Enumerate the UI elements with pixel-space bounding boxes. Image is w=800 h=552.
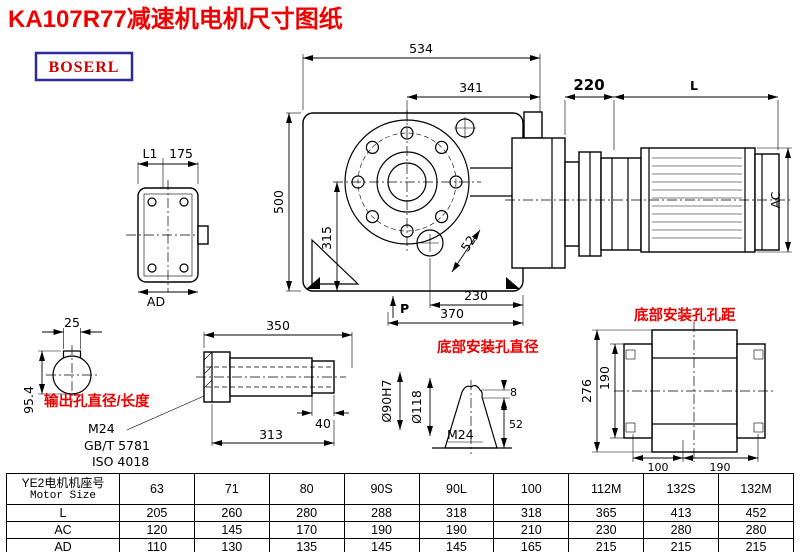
gearbox-front-view: 52 P bbox=[302, 110, 524, 318]
table-row-L: L 205 260 280 288 318 318 365 413 452 bbox=[6, 504, 794, 522]
side-view-dimensions: 220 L AC bbox=[564, 76, 792, 253]
cell-L-132S: 413 bbox=[643, 504, 719, 522]
cell-AD-90S: 145 bbox=[343, 538, 420, 552]
bottom-hole-dia-label: 底部安装孔直径 bbox=[437, 338, 539, 356]
gearbox-bottom-view: 底部安装孔孔距 276 190 100 190 bbox=[579, 306, 775, 473]
brand-logo: BOSERL bbox=[34, 51, 134, 82]
dim-25: 25 bbox=[64, 315, 80, 330]
size-header-80: 80 bbox=[268, 473, 345, 505]
dim-230: 230 bbox=[464, 288, 488, 303]
dim-276: 276 bbox=[579, 379, 594, 403]
cell-AC-90S: 190 bbox=[343, 521, 420, 539]
cell-AC-112M: 230 bbox=[568, 521, 645, 539]
cell-AC-71: 145 bbox=[193, 521, 270, 539]
table-header-row: YE2电机机座号 Motor Size 63 71 80 90S 90L 100… bbox=[6, 473, 794, 505]
motor-fins bbox=[652, 157, 742, 239]
output-shaft-side-view: 350 40 313 M24 GB/T 5781 ISO 4018 输出孔直径/… bbox=[44, 318, 433, 469]
dim-175: 175 bbox=[169, 146, 193, 161]
row-label-AC: AC bbox=[6, 521, 120, 539]
dim-95-4: 95.4 bbox=[21, 386, 36, 414]
dim-L1: L1 bbox=[143, 146, 158, 161]
dim-od-118: Ø118 bbox=[409, 390, 424, 424]
bottom-hole-detail: 底部安装孔直径 8 52 M24 bbox=[432, 338, 539, 454]
cell-L-80: 280 bbox=[268, 504, 345, 522]
size-header-132S: 132S bbox=[643, 473, 719, 505]
thread-callout-m24: M24 bbox=[88, 421, 115, 436]
dim-313: 313 bbox=[259, 427, 283, 442]
output-shaft-end-view: 25 95.4 bbox=[21, 315, 102, 414]
dim-220: 220 bbox=[573, 76, 604, 94]
hole-thread-m24: M24 bbox=[447, 427, 474, 442]
size-header-132M: 132M bbox=[718, 473, 794, 505]
cell-L-63: 205 bbox=[119, 504, 195, 522]
cell-L-90L: 318 bbox=[418, 504, 495, 522]
cell-AC-132S: 280 bbox=[643, 521, 719, 539]
cell-AD-112M: 215 bbox=[568, 538, 645, 552]
table-header-motor-size: YE2电机机座号 Motor Size bbox=[6, 473, 120, 505]
dim-341: 341 bbox=[459, 80, 483, 95]
dim-AD: AD bbox=[147, 294, 165, 309]
table-row-AC: AC 120 145 170 190 190 210 230 280 280 bbox=[6, 521, 794, 539]
dim-bore-90H7: Ø90H7 bbox=[379, 379, 394, 422]
cell-AC-80: 170 bbox=[268, 521, 345, 539]
bottom-hole-dist-label: 底部安装孔孔距 bbox=[634, 306, 736, 324]
cell-AD-132S: 215 bbox=[643, 538, 719, 552]
cell-L-100: 318 bbox=[493, 504, 570, 522]
dim-52b: 52 bbox=[509, 418, 523, 431]
dim-40: 40 bbox=[315, 416, 331, 431]
brand-logo-text: BOSERL bbox=[49, 59, 120, 76]
cell-L-132M: 452 bbox=[718, 504, 794, 522]
cell-AD-63: 110 bbox=[119, 538, 195, 552]
dim-100: 100 bbox=[648, 461, 669, 473]
cell-AD-132M: 215 bbox=[718, 538, 794, 552]
dim-350: 350 bbox=[266, 318, 290, 333]
dim-P: P bbox=[400, 301, 409, 316]
output-bore-label: 输出孔直径/长度 bbox=[44, 392, 150, 410]
cell-AD-100: 165 bbox=[493, 538, 570, 552]
standard-iso4018: ISO 4018 bbox=[92, 454, 149, 469]
dim-AC: AC bbox=[768, 191, 783, 208]
dim-190-horizontal: 190 bbox=[710, 461, 731, 473]
dim-8: 8 bbox=[510, 386, 517, 399]
dim-315: 315 bbox=[319, 226, 334, 250]
dim-500: 500 bbox=[271, 190, 286, 214]
header-en: Motor Size bbox=[29, 489, 96, 502]
dim-L: L bbox=[690, 78, 698, 93]
size-header-63: 63 bbox=[119, 473, 195, 505]
motor-size-table: YE2电机机座号 Motor Size 63 71 80 90S 90L 100… bbox=[6, 473, 794, 552]
dim-534: 534 bbox=[409, 41, 433, 56]
cell-AD-90L: 145 bbox=[418, 538, 495, 552]
cell-AC-63: 120 bbox=[119, 521, 195, 539]
gearmotor-side-view bbox=[505, 111, 792, 269]
size-header-90S: 90S bbox=[343, 473, 420, 505]
size-header-112M: 112M bbox=[568, 473, 645, 505]
size-header-71: 71 bbox=[193, 473, 270, 505]
cell-AC-100: 210 bbox=[493, 521, 570, 539]
standard-gbt5781: GB/T 5781 bbox=[84, 438, 150, 453]
table-row-AD: AD 110 130 135 145 145 165 215 215 215 bbox=[6, 538, 794, 552]
cell-L-112M: 365 bbox=[568, 504, 645, 522]
page-title: KA107R77减速机电机尺寸图纸 bbox=[8, 5, 343, 33]
cell-AC-132M: 280 bbox=[718, 521, 794, 539]
front-view-dimensions: 534 341 500 315 230 370 bbox=[271, 41, 541, 326]
row-label-AD: AD bbox=[6, 538, 120, 552]
dim-370: 370 bbox=[440, 306, 464, 321]
drawing-canvas: KA107R77减速机电机尺寸图纸 BOSERL bbox=[8, 5, 792, 473]
row-label-L: L bbox=[6, 504, 120, 522]
header-cn: YE2电机机座号 bbox=[21, 475, 105, 490]
dim-52: 52 bbox=[458, 233, 479, 255]
dim-190-vertical: 190 bbox=[597, 366, 612, 390]
gearbox-left-view: L1 175 AD bbox=[126, 146, 210, 309]
cell-AD-71: 130 bbox=[193, 538, 270, 552]
cell-AD-80: 135 bbox=[268, 538, 345, 552]
cell-AC-90L: 190 bbox=[418, 521, 495, 539]
size-header-100: 100 bbox=[493, 473, 570, 505]
size-header-90L: 90L bbox=[418, 473, 495, 505]
cell-L-71: 260 bbox=[193, 504, 270, 522]
cell-L-90S: 288 bbox=[343, 504, 420, 522]
